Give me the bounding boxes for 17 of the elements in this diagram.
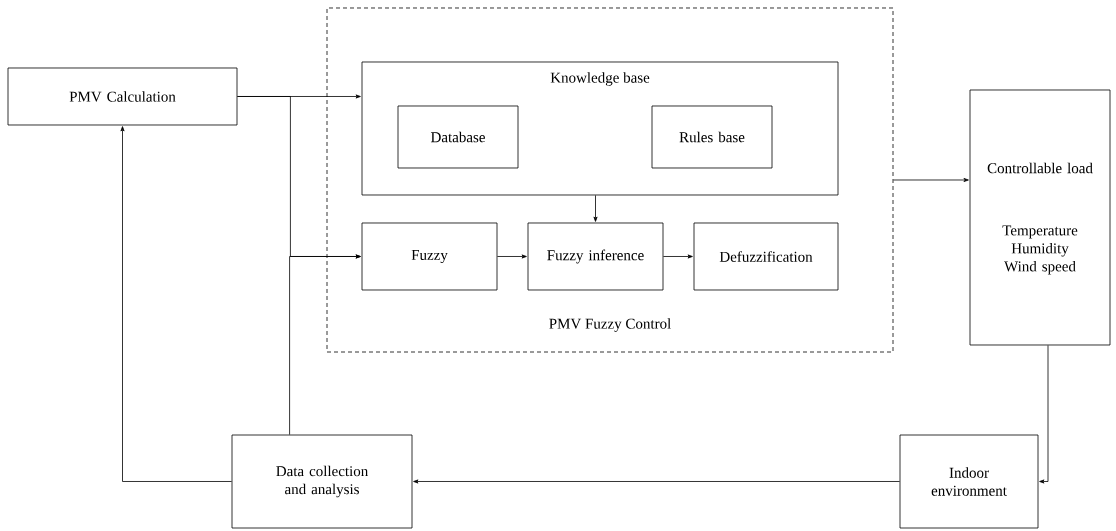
arrow bbox=[413, 479, 900, 484]
load-box: Controllable load Temperature Humidity Wind speed bbox=[969, 89, 1111, 346]
process-box: PMV Calculation bbox=[7, 67, 238, 126]
process-box: Rules base bbox=[651, 105, 773, 169]
process-box: Fuzzy inference bbox=[527, 222, 664, 291]
process-box: Database bbox=[397, 105, 519, 169]
process-box: Defuzzification bbox=[693, 222, 839, 291]
arrow bbox=[893, 178, 969, 182]
process-box: Data collection and analysis bbox=[231, 434, 413, 529]
arrow bbox=[593, 195, 598, 222]
process-box: Fuzzy bbox=[361, 222, 498, 291]
arrow bbox=[497, 254, 527, 259]
arrow bbox=[289, 254, 361, 435]
process-box: Indoor environment bbox=[899, 434, 1039, 529]
arrow bbox=[1039, 345, 1049, 484]
arrow bbox=[663, 254, 693, 259]
arrow bbox=[120, 126, 232, 482]
